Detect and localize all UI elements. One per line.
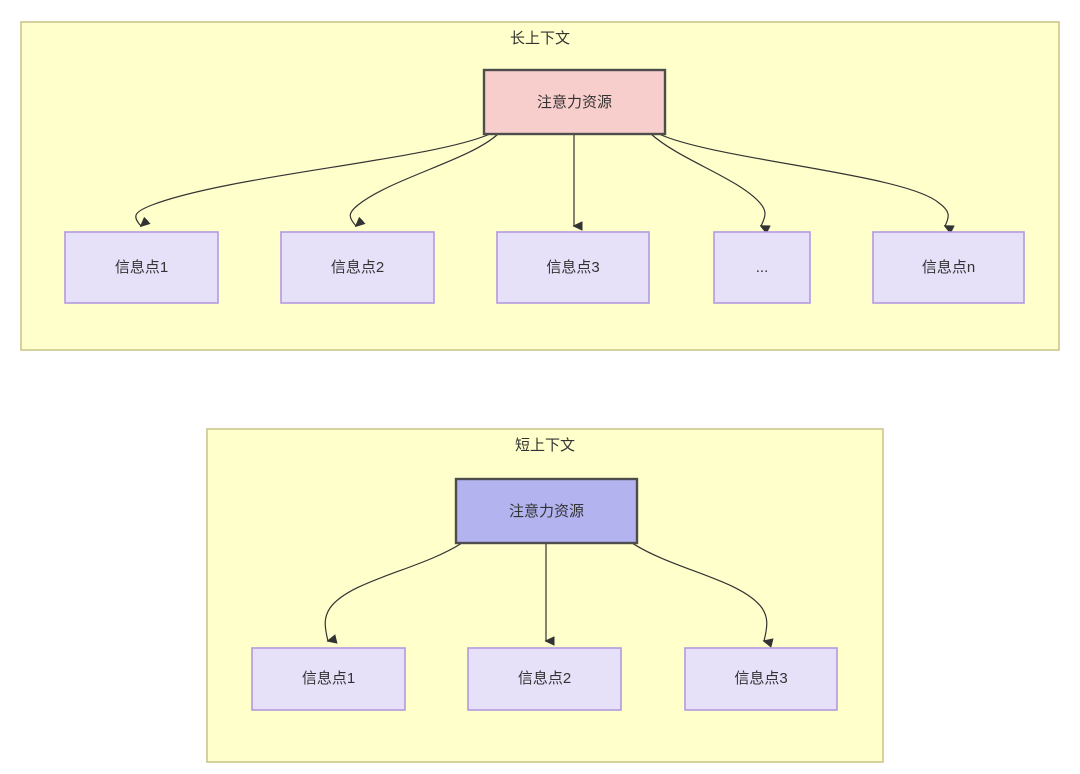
edges-short-context [324,542,767,641]
node-info-n[interactable]: 信息点n [872,231,1025,304]
edges-long-context [135,133,948,226]
node-info-ellipsis-label: ... [756,259,769,276]
node-info-1-label: 信息点1 [115,259,168,276]
group-short-context-title: 短上下文 [515,437,575,454]
node-short-info-3-box[interactable] [684,647,838,711]
node-info-2-label: 信息点2 [331,259,384,276]
node-attention-resource-short-box[interactable] [454,477,639,545]
node-short-info-1[interactable]: 信息点1 [251,647,406,711]
node-info-1-box[interactable] [64,231,219,304]
edge-attention-to-short-info-3 [631,542,767,641]
group-short-context: 短上下文 注意力资源 信息点1 信息点2 [206,428,884,763]
node-info-ellipsis-box[interactable] [713,231,811,304]
edge-attention-to-info-1 [135,133,491,226]
node-short-info-2-box[interactable] [467,647,622,711]
node-short-info-2-label: 信息点2 [518,670,571,687]
node-attention-resource-short-label: 注意力资源 [509,502,584,520]
group-long-context-title: 长上下文 [510,30,570,47]
node-info-n-label: 信息点n [922,259,975,276]
node-short-info-2[interactable]: 信息点2 [467,647,622,711]
node-attention-resource-long-box[interactable] [482,68,667,136]
node-info-ellipsis[interactable]: ... [713,231,811,304]
group-long-context: 长上下文 注意力资源 信息点1 信息点2 [20,21,1060,351]
node-attention-resource-short[interactable]: 注意力资源 [454,477,639,545]
node-short-info-1-box[interactable] [251,647,406,711]
node-short-info-3-label: 信息点3 [734,670,787,687]
node-info-3-label: 信息点3 [546,259,599,276]
node-info-3[interactable]: 信息点3 [496,231,650,304]
node-info-1[interactable]: 信息点1 [64,231,219,304]
node-attention-resource-long-label: 注意力资源 [537,93,612,111]
node-short-info-1-label: 信息点1 [302,670,355,687]
edge-attention-to-info-ellipsis [650,133,765,226]
node-info-n-box[interactable] [872,231,1025,304]
edge-attention-to-info-n [658,133,948,226]
node-short-info-3[interactable]: 信息点3 [684,647,838,711]
node-attention-resource-long[interactable]: 注意力资源 [482,68,667,136]
edge-attention-to-info-2 [349,133,499,226]
node-info-2-box[interactable] [280,231,435,304]
node-info-3-box[interactable] [496,231,650,304]
node-info-2[interactable]: 信息点2 [280,231,435,304]
edge-attention-to-short-info-1 [324,542,463,641]
